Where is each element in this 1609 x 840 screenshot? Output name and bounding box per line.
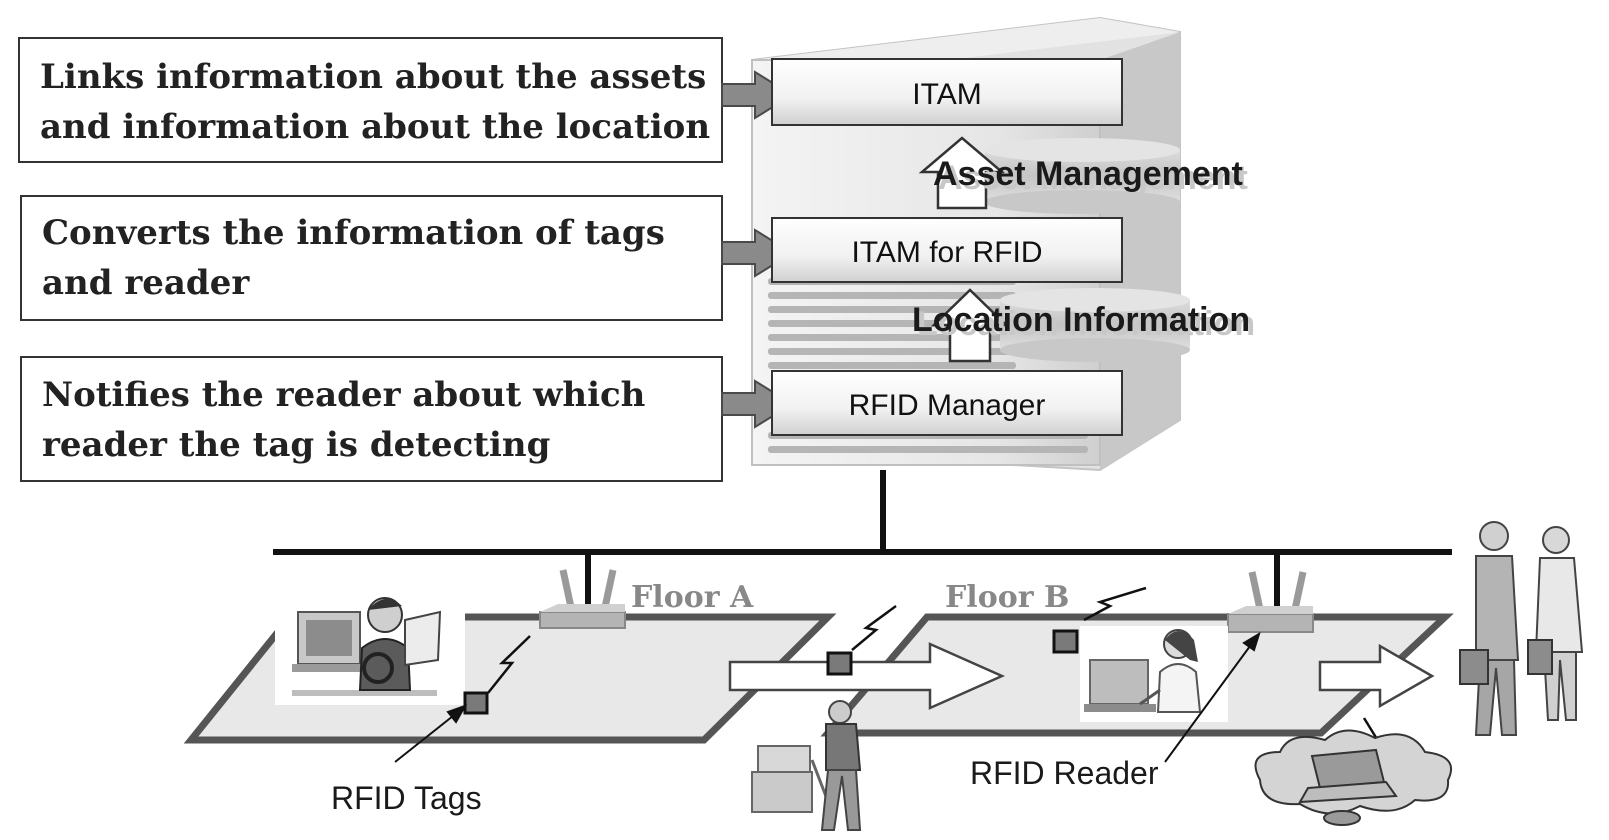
floor-label: Floor B (945, 580, 1069, 615)
business-people-illustration (1459, 521, 1584, 736)
flow-label-asset-management: Asset Management Asset Management (933, 155, 1248, 197)
rfid-tag-icon (1052, 629, 1079, 654)
floor-label: Floor A (631, 580, 754, 615)
description-box-itam-rfid: Converts the information of tags and rea… (20, 195, 723, 321)
description-box-itam: Links information about the assets and i… (18, 37, 723, 163)
description-line: reader the tag is detecting (42, 425, 550, 465)
flow-label: Asset Management (933, 155, 1243, 193)
movement-arrow-icon (728, 642, 1006, 710)
layer-rfid-manager: RFID Manager (771, 370, 1123, 436)
flow-label-shadow: Asset Management (938, 159, 1248, 197)
database-cylinder-icon (984, 138, 1180, 214)
arrow-up-icon (930, 288, 1010, 363)
callout-label-rfid-reader: RFID Reader (970, 755, 1159, 791)
delivery-worker-illustration (751, 700, 862, 831)
rfid-tag-icon (826, 651, 853, 676)
rfid-reader-icon (539, 569, 626, 629)
rfid-reader-icon (1227, 571, 1314, 633)
cloud-laptop-illustration (1254, 729, 1453, 826)
network-line (273, 470, 1452, 607)
flow-label-shadow: Location Information (917, 305, 1255, 343)
description-box-rfid-manager: Notifies the reader about which reader t… (20, 356, 723, 482)
movement-arrow-icon (1318, 643, 1435, 709)
description-line: Notifies the reader about which (42, 375, 645, 415)
database-cylinder-icon (1000, 288, 1190, 362)
description-line: Links information about the assets (40, 57, 706, 97)
layer-label: ITAM for RFID (851, 236, 1042, 269)
callout-label-rfid-tags: RFID Tags (331, 780, 482, 816)
layer-itam: ITAM (771, 58, 1123, 126)
office-worker-illustration (1080, 626, 1228, 722)
description-line: Converts the information of tags (42, 213, 665, 253)
rfid-tag-icon (463, 691, 489, 715)
flow-label: Location Information (912, 301, 1250, 339)
layer-itam-for-rfid: ITAM for RFID (771, 217, 1123, 283)
arrow-up-icon (918, 136, 1006, 210)
office-worker-illustration (275, 585, 465, 705)
description-line: and information about the location (40, 107, 710, 147)
callout-pointer (394, 631, 1261, 763)
flow-label-location-information: Location Information Location Informatio… (912, 301, 1255, 343)
layer-label: RFID Manager (849, 389, 1046, 422)
description-line: and reader (42, 263, 250, 303)
layer-label: ITAM (912, 78, 981, 111)
